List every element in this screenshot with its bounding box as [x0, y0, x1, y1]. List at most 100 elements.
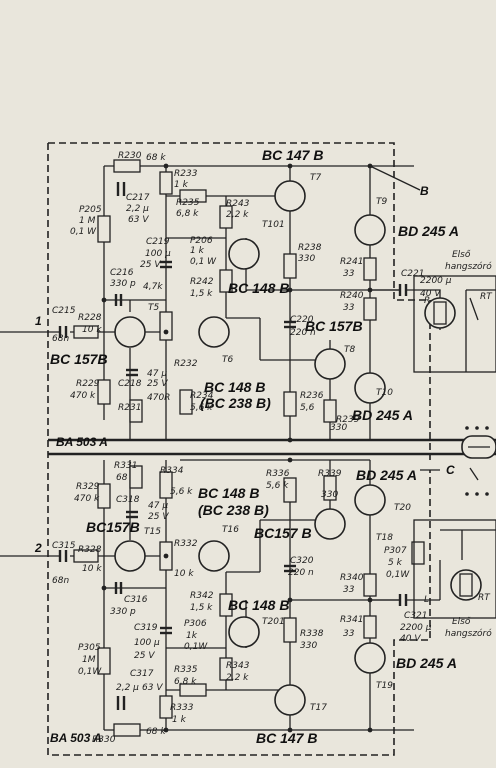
label-c217a: 2,2 µ	[126, 204, 149, 214]
label-c318: C318	[116, 495, 140, 505]
label-c319a: 100 µ	[134, 638, 160, 648]
label-c320: C320	[290, 556, 314, 566]
label-r239: R239	[336, 415, 360, 425]
label-l-bot: L	[424, 595, 429, 605]
label-r233v: 1 k	[174, 180, 189, 190]
label-c219a: 100 µ	[145, 249, 171, 259]
label-t10: T10	[376, 388, 393, 398]
label-bc147b-bot: BC 147 B	[256, 730, 317, 746]
label-t201: T201	[262, 617, 285, 627]
label-t17: T17	[310, 703, 327, 713]
label-c318b: 25 V	[148, 512, 169, 522]
top-speaker	[413, 275, 496, 373]
label-elso-bot: Első	[452, 617, 471, 627]
label-bc147b-top: BC 147 B	[262, 147, 323, 163]
label-r338: R338	[300, 629, 324, 639]
label-p205b: 0,1 W	[70, 227, 97, 237]
label-c217b: 63 V	[128, 215, 149, 225]
label-r330v: 68 k	[146, 727, 166, 737]
label-c218b: 25 V	[147, 379, 168, 389]
label-p306a: 1k	[186, 631, 198, 641]
label-c321b: 40 V	[400, 634, 421, 644]
label-c216: C216	[110, 268, 134, 278]
label-t19: T19	[376, 681, 393, 691]
label-c320v: 220 n	[288, 568, 314, 578]
bottom-speaker	[413, 467, 496, 619]
label-r329v: 470 k	[74, 494, 100, 504]
label-c321a: 2200 µ	[400, 623, 432, 633]
label-c216v: 330 p	[110, 279, 136, 289]
label-c219b: 25 V	[140, 260, 161, 270]
label-bd245a-b: BD 245 A	[356, 467, 417, 483]
label-t8: T8	[344, 345, 355, 355]
label-p305: P305	[78, 643, 101, 653]
connector-dots	[465, 426, 489, 496]
label-bc238b-mid: (BC 238 B)	[200, 395, 271, 411]
label-r339: R339	[318, 469, 342, 479]
label-bd245a-bot: BD 245 A	[396, 655, 457, 671]
label-t101: T101	[262, 220, 285, 230]
label-r235v: 6,8 k	[176, 209, 199, 219]
label-r332: R332	[174, 539, 198, 549]
label-bc157b-b1: BC157B	[86, 519, 140, 535]
label-c221b: 40 V	[420, 289, 441, 299]
label-t18: T18	[376, 533, 393, 543]
label-bc157b-top: BC 157B	[50, 351, 108, 367]
channel-bus	[48, 435, 496, 459]
label-elso-top: Első	[452, 250, 471, 260]
label-r234v: 5,6 k	[190, 403, 213, 413]
label-c-arrow: C	[446, 463, 455, 477]
label-r338v: 330	[300, 641, 317, 651]
label-c317b: 63 V	[142, 683, 163, 693]
top-channel-components	[58, 159, 408, 443]
label-r336v: 5,6 k	[266, 481, 289, 491]
bottom-channel-components	[58, 457, 425, 737]
label-r331v: 68	[116, 473, 128, 483]
label-c317a: 2,2 µ	[116, 683, 139, 693]
label-r243: R243	[226, 199, 250, 209]
label-hang-bot: hangszóró	[445, 628, 492, 639]
label-bc148b-b: BC 148 B	[198, 485, 259, 501]
label-p205a: 1 M	[79, 216, 96, 226]
label-r239v: 330	[330, 423, 347, 433]
label-r333: R333	[170, 703, 194, 713]
label-p305b: 0,1W	[78, 667, 102, 677]
label-c215: C215	[52, 306, 76, 316]
label-rt-bot: RT	[478, 593, 491, 603]
label-r229v: 470 k	[70, 391, 96, 401]
label-r236v: 5,6	[300, 403, 315, 413]
label-c319: C319	[134, 623, 158, 633]
label-p307a: 5 k	[388, 558, 403, 568]
label-t20: T20	[394, 503, 411, 513]
label-p307b: 0,1W	[386, 570, 410, 580]
label-r231: R231	[118, 403, 141, 413]
label-r341v: 33	[343, 629, 355, 639]
label-r342v: 1,5 k	[190, 603, 213, 613]
label-r328v: 10 k	[82, 564, 102, 574]
label-bd245a-mid: BD 245 A	[352, 407, 413, 423]
label-bc148b-top: BC 148 B	[228, 280, 289, 296]
label-rt-top: RT	[480, 292, 493, 302]
label-c217: C217	[126, 193, 150, 203]
label-r230v: 68 k	[146, 153, 166, 163]
label-r343v: 2,2 k	[226, 673, 249, 683]
label-r335v: 6,8 k	[174, 677, 197, 687]
label-bc148b-mid: BC 148 B	[204, 379, 265, 395]
label-c316v: 330 p	[110, 607, 136, 617]
label-r343: R343	[226, 661, 250, 671]
label-c317: C317	[130, 669, 154, 679]
label-r228v: 10 k	[82, 325, 102, 335]
label-r240v: 33	[343, 303, 355, 313]
label-in2: 2	[34, 541, 42, 555]
label-t5: T5	[148, 303, 159, 313]
label-p306b: 0,1W	[184, 642, 208, 652]
label-r332v: 10 k	[174, 569, 194, 579]
label-r339v: 330	[321, 490, 338, 500]
label-r238: R238	[298, 243, 322, 253]
label-r241: R241	[340, 257, 363, 267]
label-b-arrow: B	[420, 184, 429, 198]
label-p206: P206	[190, 236, 213, 246]
label-r236: R236	[300, 391, 324, 401]
label-c318a: 47 µ	[148, 501, 168, 511]
